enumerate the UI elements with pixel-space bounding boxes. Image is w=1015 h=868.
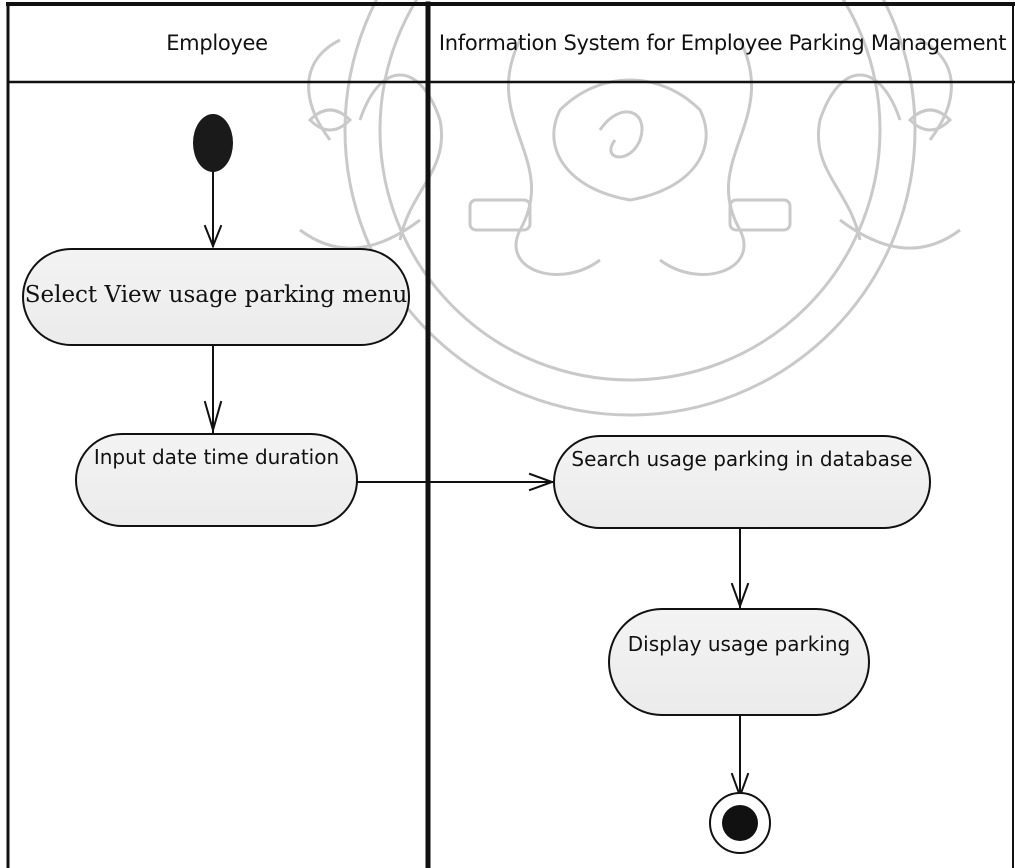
swimlane-header-information-system: Information System for Employee Parking …: [438, 31, 1007, 55]
arrowhead-search-to-display: [730, 582, 750, 609]
arrowhead-start-to-select: [203, 224, 223, 249]
activity-label: Display usage parking: [627, 632, 851, 656]
initial-node: [193, 114, 233, 172]
activity-select-view-usage-parking-menu: Select View usage parking menu: [22, 248, 410, 346]
activity-label: Input date time duration: [93, 445, 340, 469]
activity-label: Search usage parking in database: [571, 447, 913, 471]
final-node: [709, 792, 771, 854]
activity-search-usage-parking: Search usage parking in database: [553, 435, 931, 529]
activity-label: Select View usage parking menu: [24, 282, 408, 308]
arrowhead-select-to-input: [203, 400, 223, 434]
activity-display-usage-parking: Display usage parking: [608, 608, 870, 716]
arrowhead-input-to-search: [528, 472, 555, 492]
activity-input-date-time-duration: Input date time duration: [75, 433, 358, 527]
swimlane-header-employee: Employee: [166, 31, 268, 55]
